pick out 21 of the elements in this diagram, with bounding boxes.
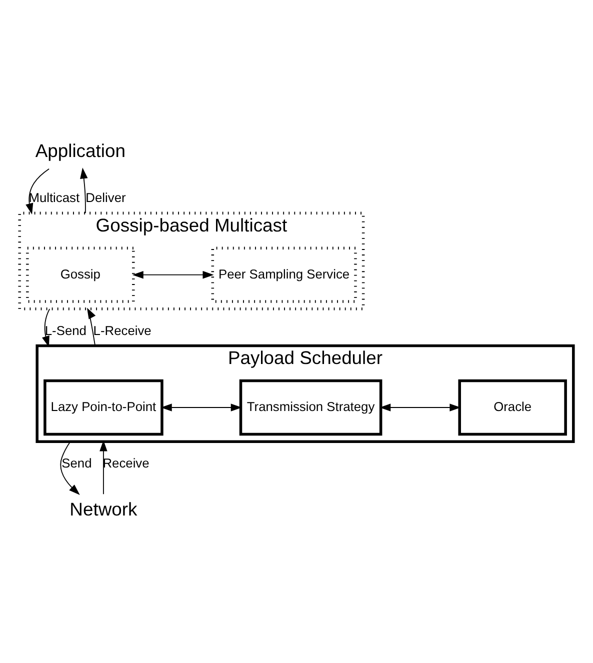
edge-label: Deliver bbox=[86, 190, 126, 206]
node-box: Lazy Poin-to-Point bbox=[44, 379, 164, 436]
node-box: Gossip bbox=[26, 246, 135, 303]
arrow bbox=[160, 404, 242, 412]
node-box: Peer Sampling Service bbox=[211, 246, 357, 303]
arrow bbox=[100, 440, 108, 495]
arrow bbox=[86, 308, 96, 346]
node-box: Oracle bbox=[458, 379, 567, 436]
arrow bbox=[80, 168, 88, 214]
arrow bbox=[60, 441, 80, 495]
edge-label: L-Receive bbox=[93, 322, 152, 338]
node-box: Transmission Strategy bbox=[239, 379, 382, 436]
node-text: Network bbox=[70, 498, 138, 520]
node-text: Application bbox=[35, 140, 126, 161]
edge-label: Send bbox=[62, 456, 92, 471]
arrow bbox=[42, 308, 50, 348]
arrow bbox=[380, 404, 461, 412]
arrow bbox=[26, 168, 50, 214]
edge-label: L-Send bbox=[44, 322, 86, 338]
edge-label: Multicast bbox=[28, 190, 80, 206]
arrow bbox=[132, 270, 214, 279]
